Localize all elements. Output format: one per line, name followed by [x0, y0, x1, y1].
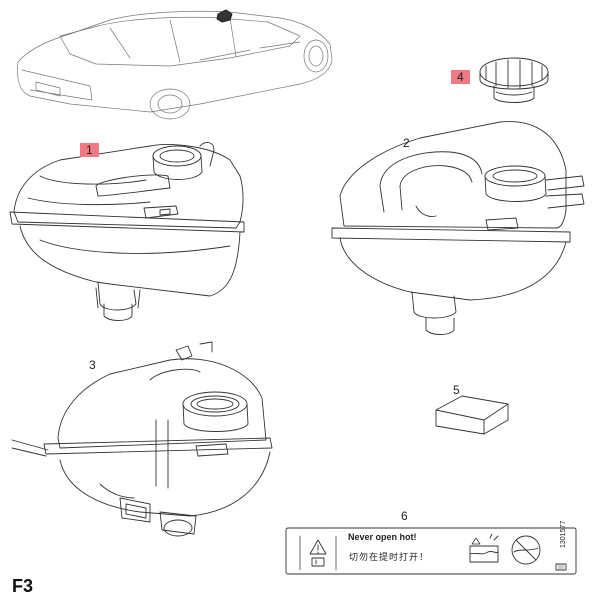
reservoir-part-2-drawing: [331, 121, 585, 335]
warning-label-chinese-text: 切勿在提时打开！: [349, 553, 430, 563]
callout-1: 1: [80, 143, 99, 157]
sheet-code: F3: [12, 576, 34, 596]
reservoir-part-1-drawing: [9, 142, 245, 321]
reservoir-part-3-drawing: [11, 341, 273, 537]
reservoir-location-marker: [216, 9, 233, 23]
foam-pad-part-5-drawing: [435, 395, 509, 435]
warning-label-part-6-drawing: [285, 527, 577, 575]
callout-2: 2: [403, 136, 410, 150]
callout-5: 5: [453, 383, 460, 397]
callout-3: 3: [89, 358, 96, 372]
callout-4: 4: [451, 70, 470, 84]
warning-label-english-text: Never open hot!: [348, 532, 417, 542]
warning-label-part-code: 1301577: [560, 520, 567, 548]
callout-6: 6: [401, 509, 408, 523]
filler-cap-drawing: [479, 57, 549, 103]
vehicle-sedan-illustration: [17, 10, 333, 120]
